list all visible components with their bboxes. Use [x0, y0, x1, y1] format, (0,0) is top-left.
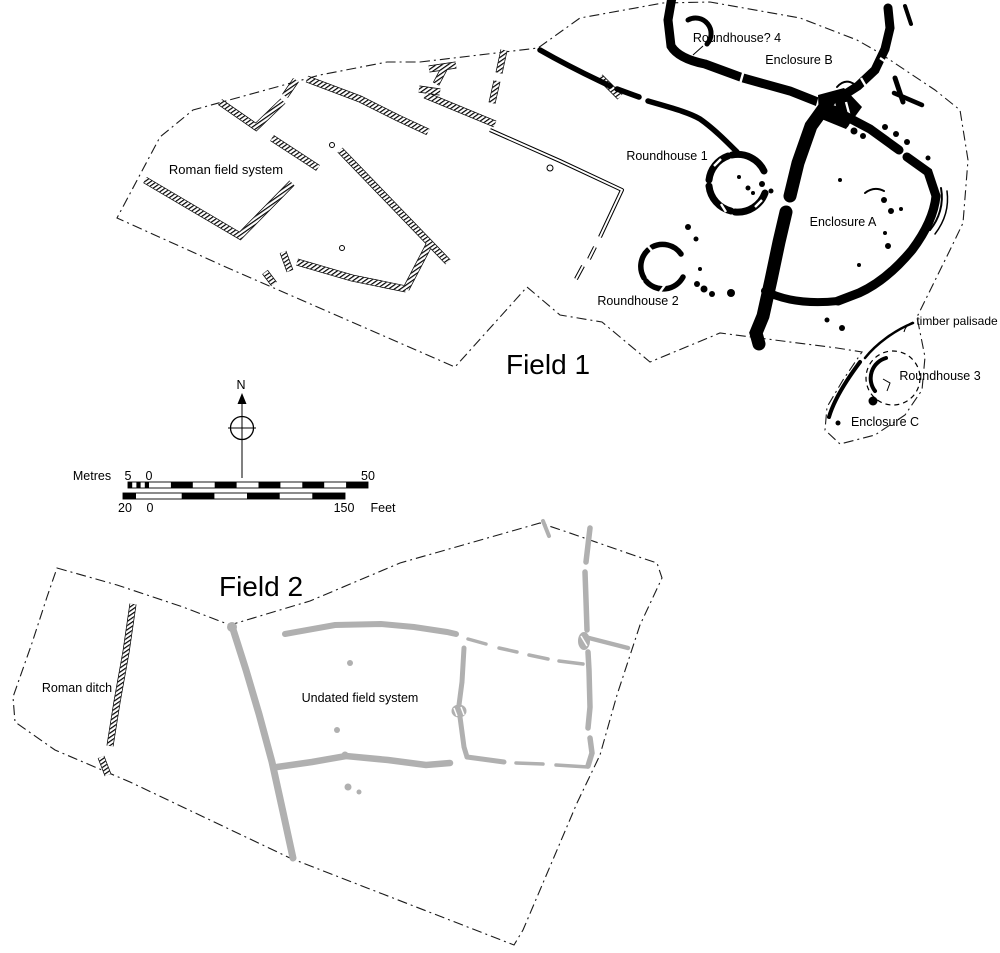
north-arrow: N: [228, 378, 256, 478]
undated-field-system-geometry: [227, 519, 631, 862]
roundhouse-3-label: Roundhouse 3: [899, 369, 980, 383]
feet-bar: [122, 492, 346, 500]
feet-label: Feet: [370, 501, 396, 515]
metres-tick-50: 50: [361, 469, 375, 483]
feet-tick-20: 20: [118, 501, 132, 515]
enclosure-b-label: Enclosure B: [765, 53, 832, 67]
field-2-boundary: [12, 522, 663, 946]
enclosure-a-label: Enclosure A: [810, 215, 877, 229]
timber-palisade-label: timber palisade: [916, 314, 998, 328]
metres-tick-0: 0: [146, 469, 153, 483]
black-enclosure-geometry: [329, 0, 949, 426]
field-2-label: Field 2: [219, 571, 303, 602]
scale-bar: Metres 5 0 50 20 0 150 Feet: [73, 469, 396, 515]
enclosure-c-label: Enclosure C: [851, 415, 919, 429]
feet-tick-0: 0: [147, 501, 154, 515]
metres-bar: [127, 481, 369, 489]
roman-ditch-label: Roman ditch: [42, 681, 112, 695]
field-1-label: Field 1: [506, 349, 590, 380]
undated-field-system-label: Undated field system: [302, 691, 419, 705]
feet-tick-150: 150: [334, 501, 355, 515]
roundhouse-2-label: Roundhouse 2: [597, 294, 678, 308]
hollow-pit-dots: [329, 142, 554, 251]
pit-dots: [685, 120, 931, 426]
roundhouse-1-label: Roundhouse 1: [626, 149, 707, 163]
roundhouse-4-label: Roundhouse? 4: [693, 31, 781, 45]
metres-tick-5: 5: [125, 469, 132, 483]
field-1-boundary: [116, 1, 969, 445]
north-label: N: [236, 378, 245, 392]
roman-field-system-label: Roman field system: [169, 162, 283, 177]
metres-label: Metres: [73, 469, 111, 483]
